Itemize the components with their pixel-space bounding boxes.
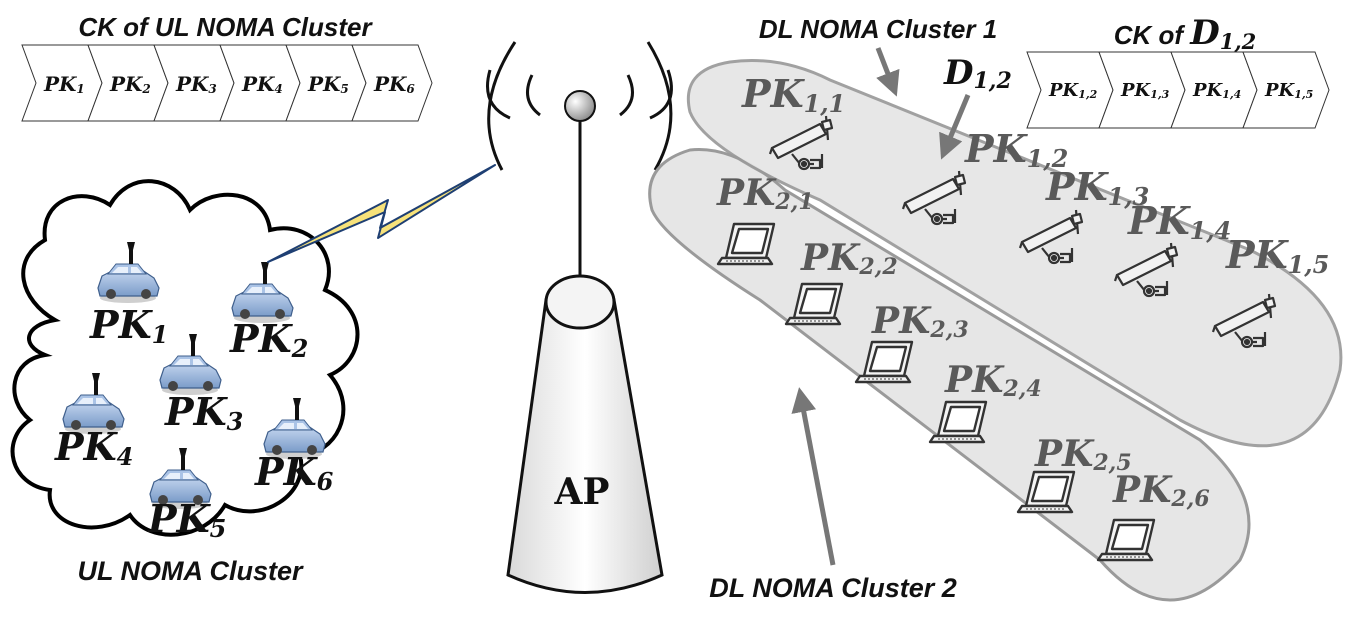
dl-cluster-2-device: PK2,6 — [1096, 469, 1210, 562]
ul-ck-packet: PK1 — [21, 44, 103, 122]
d-marker: D1,2 — [943, 53, 1012, 94]
ul-ck-packet-label: PK5 — [307, 72, 349, 96]
dl-cluster-2-label: DL NOMA Cluster 2 — [709, 573, 957, 603]
ul-device-label: PK5 — [147, 496, 226, 543]
dl-cluster-1-device: PK1,3 — [1018, 164, 1149, 265]
dl-cluster-1-device: PK1,1 — [741, 71, 845, 171]
ul-device: PK3 — [158, 332, 243, 436]
dl-cluster-2-device: PK2,1 — [716, 172, 814, 266]
dl-cluster-1-label: DL NOMA Cluster 1 — [759, 14, 997, 44]
dl-cluster-2-device: PK2,5 — [1016, 433, 1132, 514]
ul-device: PK4 — [54, 371, 133, 471]
uplink-lightning-icon — [267, 164, 496, 263]
ul-device: PK6 — [254, 396, 334, 496]
d-marker-arrow — [939, 94, 971, 160]
dl-cluster-1-device: PK1,2 — [901, 126, 1068, 226]
ap-label: AP — [553, 471, 609, 513]
dl-ck-packet-label: PK1,3 — [1120, 80, 1170, 101]
svg-text:CK of D1,2: CK of D1,2 — [1114, 13, 1257, 54]
ul-ck-packet: PK5 — [285, 44, 367, 122]
dl-beam-2 — [648, 148, 1251, 602]
ul-device: PK5 — [147, 446, 226, 543]
svg-text:UL NOMA Cluster: UL NOMA Cluster — [77, 556, 304, 586]
dl-cluster-1-device-label: PK1,2 — [964, 126, 1068, 173]
dl-ck-packet-label: PK1,5 — [1264, 80, 1313, 101]
dl-cluster-1-device-label: PK1,3 — [1045, 164, 1149, 211]
dl-cluster-2-device-label: PK2,5 — [1034, 433, 1132, 476]
dl-cluster-2-device-label: PK2,6 — [1112, 469, 1210, 512]
ul-ck-packet: PK6 — [351, 44, 433, 122]
ul-ck-packet-label: PK6 — [373, 72, 415, 96]
dl-cluster-2-device-label: PK2,3 — [871, 300, 969, 343]
ul-device-label: PK3 — [164, 389, 243, 436]
ul-device-label: PK4 — [54, 424, 133, 471]
ul-device-label: PK6 — [254, 449, 334, 496]
dl-ck-packet: PK1,3 — [1098, 51, 1186, 129]
svg-text:DL NOMA Cluster 2: DL NOMA Cluster 2 — [709, 573, 957, 603]
dl-cluster-2-device: PK2,2 — [784, 237, 898, 326]
ul-device: PK2 — [229, 260, 308, 363]
dl-ck-strip: PK1,2 PK1,3 PK1,4 PK1,5 — [1026, 51, 1330, 129]
dl-cluster-1-device: PK1,4 — [1113, 198, 1231, 298]
dl-cluster-2-device-label: PK2,2 — [800, 237, 898, 280]
svg-text:CK of UL NOMA Cluster: CK of UL NOMA Cluster — [78, 12, 373, 42]
ul-device-label: PK1 — [89, 302, 168, 349]
dl-cluster-1-device-label: PK1,1 — [741, 71, 845, 118]
dl-cluster-2-arrow — [791, 387, 836, 566]
dl-cluster-2-device-label: PK2,1 — [716, 172, 814, 215]
svg-text:DL NOMA Cluster 1: DL NOMA Cluster 1 — [759, 14, 997, 44]
ul-ck-packet-label: PK3 — [175, 72, 217, 96]
dl-cluster-1-arrow — [875, 47, 900, 97]
ap-tower: AP — [486, 41, 673, 594]
ul-ck-packet-label: PK2 — [109, 72, 151, 96]
dl-ck-title: CK of D1,2 — [1114, 13, 1257, 54]
ul-ck-packet-label: PK4 — [241, 72, 283, 96]
dl-cluster-1-device-label: PK1,4 — [1127, 198, 1231, 245]
ul-device-label: PK2 — [229, 316, 308, 363]
dl-cluster-2-device-label: PK2,4 — [944, 359, 1042, 402]
svg-text:D1,2: D1,2 — [943, 53, 1012, 94]
dl-ck-packet-label: PK1,4 — [1192, 80, 1241, 101]
ul-cluster-label: UL NOMA Cluster — [77, 556, 304, 586]
dl-ck-packet: PK1,2 — [1026, 51, 1114, 129]
ul-ck-title: CK of UL NOMA Cluster — [78, 12, 373, 42]
dl-cluster-1-device-label: PK1,5 — [1225, 232, 1329, 279]
dl-cluster-2-device: PK2,4 — [928, 359, 1042, 444]
ul-ck-packet-label: PK1 — [43, 72, 85, 96]
ul-ck-strip: PK1 PK2 PK3 PK4 PK5 PK6 — [21, 44, 433, 122]
dl-cluster-2-device: PK2,3 — [854, 300, 969, 384]
dl-beam-1 — [686, 59, 1343, 448]
dl-cluster-1-device: PK1,5 — [1211, 232, 1329, 349]
dl-ck-packet: PK1,5 — [1242, 51, 1330, 129]
ul-device: PK1 — [89, 240, 168, 349]
dl-ck-packet-label: PK1,2 — [1048, 80, 1098, 101]
